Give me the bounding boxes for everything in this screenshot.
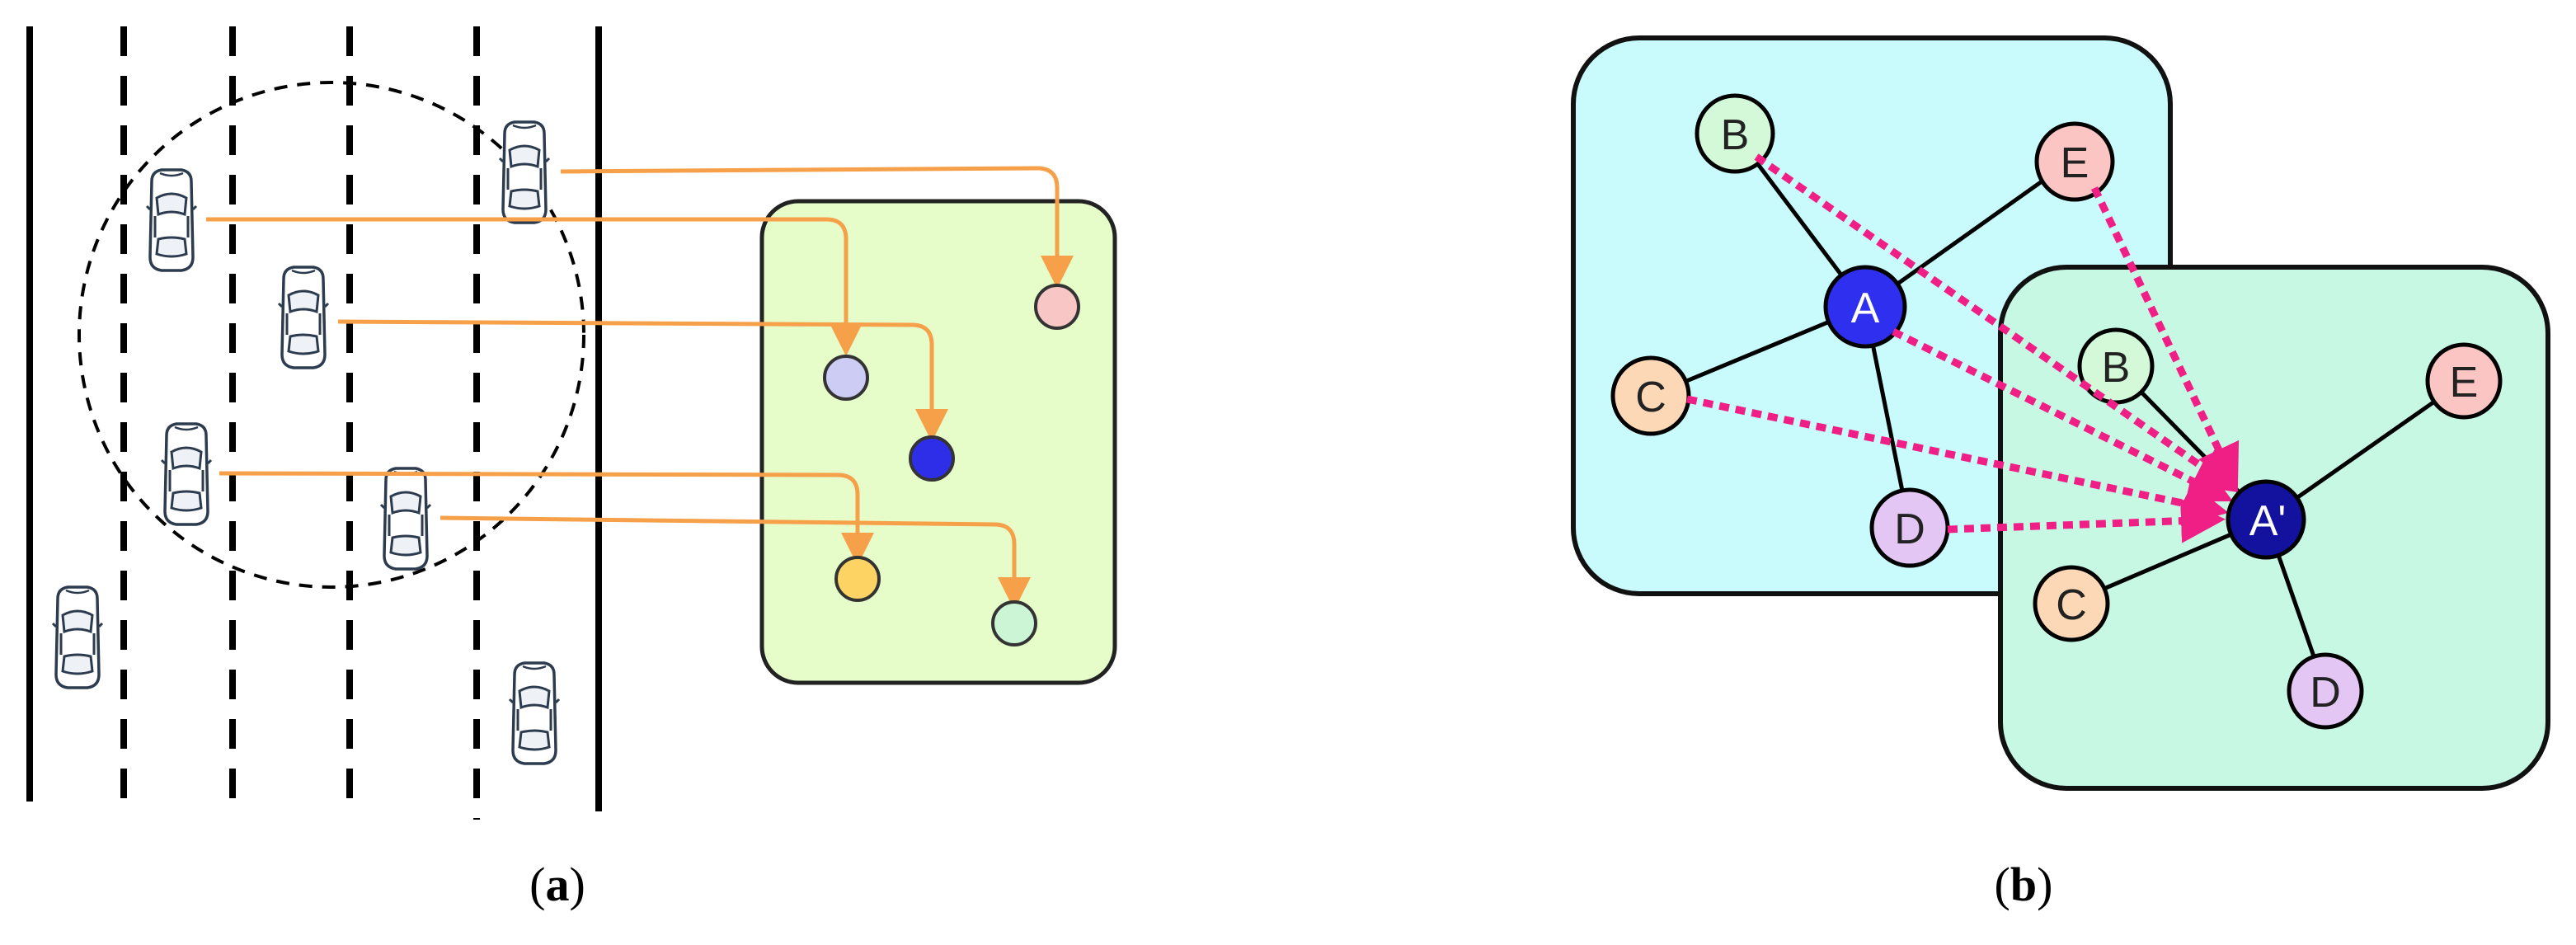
mapping-arrow	[560, 166, 1074, 289]
car-icon	[498, 120, 551, 224]
vehicle-node-blue	[909, 435, 955, 482]
node-label: B	[1721, 111, 1750, 159]
mapping-arrow	[440, 515, 1031, 610]
node-label: D	[1894, 505, 1925, 553]
back-node-b: B	[1695, 93, 1775, 174]
node-label: C	[1635, 374, 1666, 421]
caption-a: (a)	[529, 858, 585, 911]
node-label: E	[2061, 139, 2089, 187]
car-icon	[160, 422, 213, 526]
front-node-b: B	[2077, 327, 2155, 405]
attention-arrow	[1891, 327, 2234, 502]
node-label: D	[2310, 669, 2341, 717]
car-icon	[145, 168, 198, 272]
node-label: A	[1851, 284, 1880, 332]
front-node-e: E	[2425, 342, 2503, 420]
node-label: C	[2056, 581, 2087, 629]
mapping-arrow	[206, 217, 863, 356]
attention-arrow	[1686, 395, 2229, 526]
front-node-c: C	[2033, 565, 2110, 642]
car-icon	[508, 661, 561, 765]
back-node-e: E	[2034, 121, 2115, 202]
attention-arrow	[2090, 186, 2240, 491]
car-icon	[277, 266, 330, 369]
mapping-arrow	[337, 319, 948, 442]
detection-range-circle	[78, 81, 585, 589]
vehicle-node-green	[991, 600, 1037, 646]
vehicle-node-yellow	[834, 556, 881, 602]
mapping-arrow	[219, 471, 874, 566]
panel-a: (a)	[26, 26, 1117, 911]
vehicle-node-red	[1034, 284, 1080, 330]
panel-b: B E C D A B E C	[1571, 35, 2550, 911]
node-label: B	[2102, 344, 2131, 392]
graph-edge	[2264, 378, 2466, 522]
front-node-d: D	[2287, 652, 2364, 730]
car-icon	[51, 585, 104, 689]
attention-arrow	[1754, 153, 2240, 493]
node-label: A'	[2249, 497, 2287, 545]
graph-edge	[1864, 159, 2071, 309]
front-node-a-prime: A'	[2226, 479, 2306, 560]
back-node-c: C	[1610, 355, 1691, 436]
back-node-d: D	[1869, 487, 1950, 568]
node-label: E	[2450, 359, 2479, 407]
vehicle-node-lavender	[823, 355, 869, 401]
car-icon	[379, 467, 432, 571]
caption-b: (b)	[1995, 858, 2053, 911]
back-node-a: A	[1823, 265, 1907, 349]
attention-arrow	[1947, 498, 2226, 543]
